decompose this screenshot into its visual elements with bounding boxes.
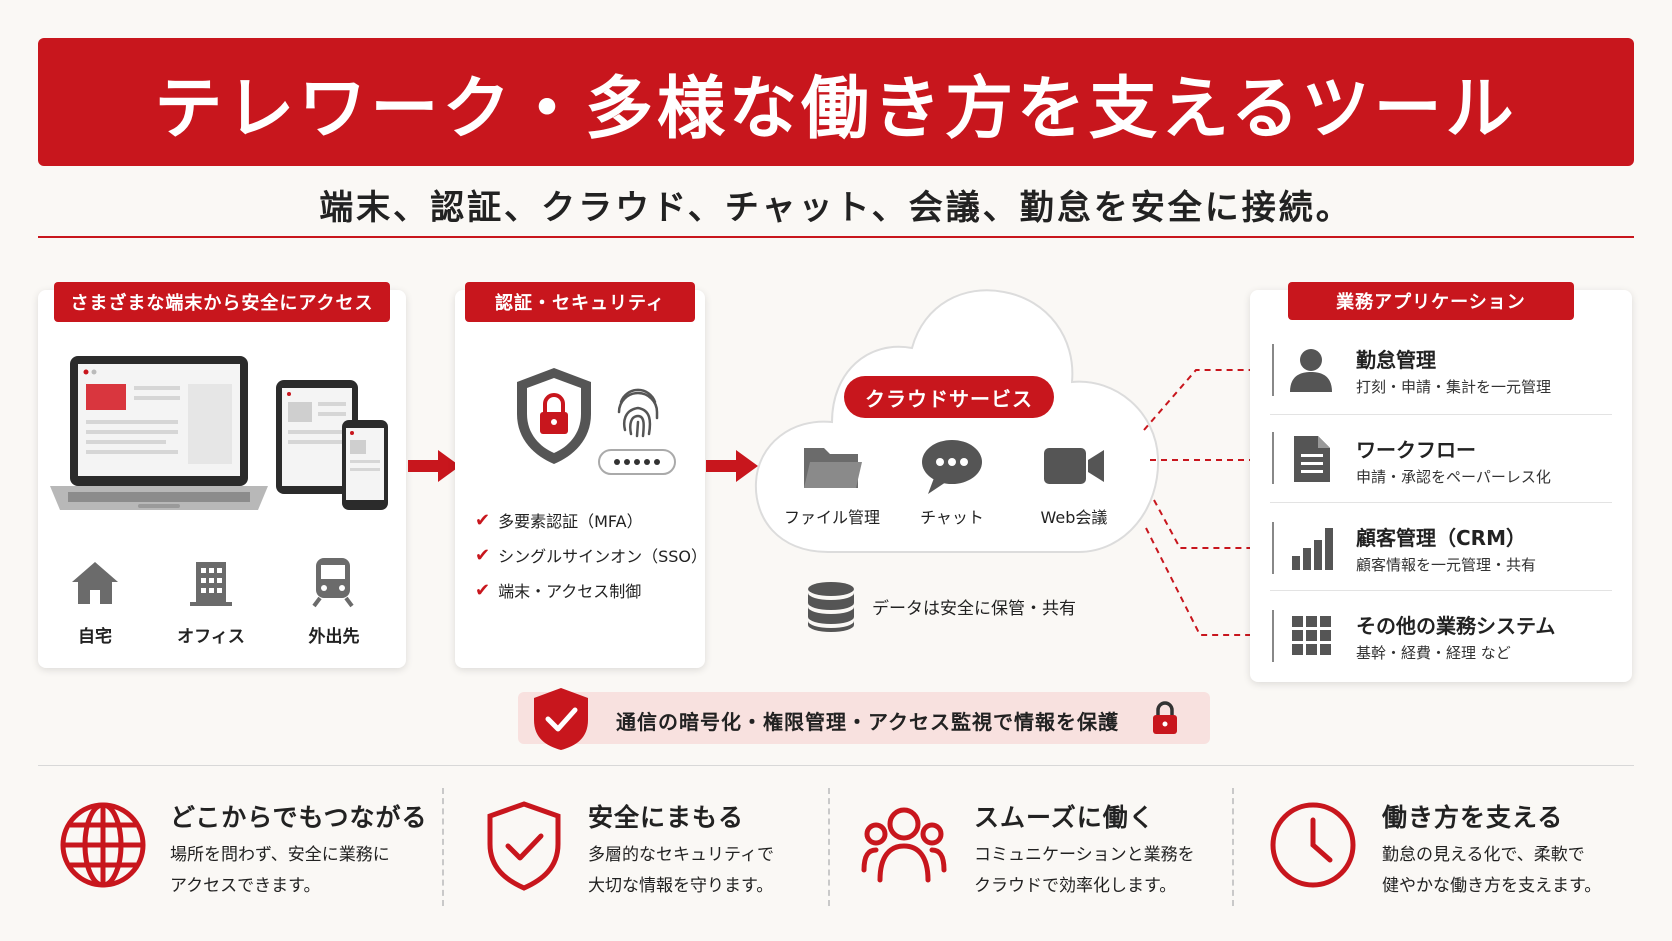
check-icon: ✔	[475, 544, 491, 566]
app-title-attendance: 勤怠管理	[1356, 348, 1436, 372]
app-desc-crm: 顧客情報を一元管理・共有	[1356, 556, 1537, 574]
check-item-access: ✔端末・アクセス制御	[475, 579, 642, 602]
row-marker	[1272, 610, 1274, 662]
feature-desc-connect: 場所を問わず、安全に業務にアクセスできます。	[170, 845, 390, 896]
feature-divider	[1232, 788, 1234, 906]
feature-desc-smooth: コミュニケーションと業務をクラウドで効率化します。	[974, 845, 1195, 896]
devices-card: 自宅 オフィス 外出先	[38, 290, 406, 668]
page-subtitle: 端末、認証、クラウド、チャット、会議、勤怠を安全に接続。	[319, 188, 1353, 228]
app-desc-workflow: 申請・承認をペーパーレス化	[1356, 468, 1551, 486]
feature-divider	[442, 788, 444, 906]
apps-card: 勤怠管理 打刻・申請・集計を一元管理 ワークフロー 申請・承認をペーパーレス化 …	[1250, 290, 1632, 682]
connector-lines	[1143, 369, 1250, 636]
banner-text: 通信の暗号化・権限管理・アクセス監視で情報を保護	[616, 710, 1119, 734]
cloud-label: クラウドサービス	[844, 376, 1054, 418]
shield-check-icon	[534, 688, 588, 750]
house-icon	[72, 562, 118, 604]
arrow-right-icon	[408, 450, 460, 482]
bottom-divider	[38, 765, 1634, 766]
globe-icon	[60, 802, 146, 888]
app-desc-other: 基幹・経費・経理 など	[1356, 644, 1511, 662]
fingerprint-icon	[617, 388, 659, 438]
feature-title-connect: どこからでもつながる	[170, 803, 428, 832]
clock-icon	[1270, 802, 1356, 888]
building-icon	[190, 562, 232, 606]
feature-title-protect: 安全にまもる	[588, 803, 745, 832]
location-office: オフィス	[177, 627, 245, 647]
smartphone-icon	[342, 420, 388, 510]
bar-chart-icon	[1292, 528, 1333, 570]
row-marker	[1272, 432, 1274, 484]
location-home: 自宅	[78, 627, 112, 647]
password-field-icon	[598, 449, 676, 475]
row-marker	[1272, 344, 1274, 396]
feature-desc-protect: 多層的なセキュリティで大切な情報を守ります。	[588, 845, 774, 896]
app-desc-attendance: 打刻・申請・集計を一元管理	[1356, 378, 1552, 396]
laptop-icon	[50, 356, 268, 510]
shield-check-outline-icon	[487, 801, 561, 891]
shield-lock-icon	[517, 368, 591, 464]
apps-label: 業務アプリケーション	[1288, 282, 1574, 320]
auth-label: 認証・セキュリティ	[465, 282, 695, 322]
service-chat-label: チャット	[920, 508, 984, 527]
app-title-other: その他の業務システム	[1356, 614, 1556, 638]
security-banner	[518, 692, 1210, 744]
feature-title-support: 働き方を支える	[1382, 803, 1564, 832]
chat-icon	[922, 440, 982, 494]
service-web-meeting-label: Web会議	[1040, 508, 1108, 527]
auth-card: ✔多要素認証（MFA） ✔シングルサインオン（SSO） ✔端末・アクセス制御	[455, 290, 708, 668]
grid-icon	[1292, 616, 1331, 655]
person-icon	[1290, 349, 1332, 392]
app-divider	[1270, 590, 1612, 591]
check-item-sso: ✔シングルサインオン（SSO）	[475, 544, 708, 567]
feature-divider	[828, 788, 830, 906]
check-icon: ✔	[475, 509, 491, 531]
app-title-crm: 顧客管理（CRM）	[1356, 526, 1526, 550]
row-marker	[1272, 522, 1274, 574]
folder-icon	[804, 448, 862, 488]
feature-title-smooth: スムーズに働く	[974, 803, 1155, 832]
lock-icon	[1153, 701, 1177, 734]
people-icon	[861, 807, 947, 883]
arrow-right-icon	[706, 450, 758, 482]
title-banner: テレワーク・多様な働き方を支えるツール	[38, 38, 1634, 166]
service-file-label: ファイル管理	[783, 508, 880, 527]
location-outside: 外出先	[308, 627, 360, 647]
train-icon	[312, 558, 354, 608]
app-divider	[1270, 502, 1612, 503]
check-icon: ✔	[475, 579, 491, 601]
database-icon	[808, 582, 854, 632]
video-icon	[1044, 448, 1104, 484]
app-title-workflow: ワークフロー	[1356, 438, 1476, 462]
tablet-icon	[276, 380, 358, 494]
document-icon	[1294, 436, 1330, 482]
page-title: テレワーク・多様な働き方を支えるツール	[154, 68, 1518, 149]
header-divider	[38, 236, 1634, 238]
storage-note: データは安全に保管・共有	[872, 599, 1076, 619]
check-item-mfa: ✔多要素認証（MFA）	[475, 509, 643, 532]
devices-label: さまざまな端末から安全にアクセス	[54, 282, 390, 322]
feature-desc-support: 勤怠の見える化で、柔軟で健やかな働き方を支えます。	[1382, 845, 1602, 896]
app-divider	[1270, 414, 1612, 415]
